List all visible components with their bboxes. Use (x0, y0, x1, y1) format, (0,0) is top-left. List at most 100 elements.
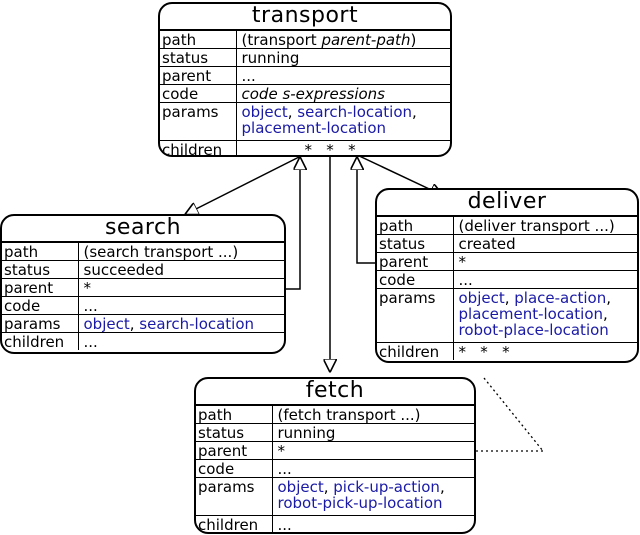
row-value: created (453, 234, 637, 253)
node-title: fetch (196, 379, 474, 406)
param-link[interactable]: search-location (139, 315, 255, 333)
row-value: running (236, 48, 450, 67)
row-value: * * * (453, 342, 637, 360)
row-value: * (78, 278, 284, 297)
param-link[interactable]: object (241, 103, 288, 121)
row-value: code s-expressions (236, 84, 450, 103)
row-value: ... (236, 66, 450, 85)
row-key: parent (377, 252, 454, 271)
row-value: * * * (236, 140, 450, 155)
row-code: code ... (377, 270, 637, 289)
row-key: status (2, 260, 79, 279)
param-separator: , (603, 305, 608, 323)
node-title: search (2, 216, 284, 243)
param-separator: , (504, 289, 515, 307)
param-link[interactable]: object (458, 289, 505, 307)
row-key: parent (196, 441, 273, 460)
row-children: children * * * (377, 342, 637, 360)
row-value: succeeded (78, 260, 284, 279)
node-search[interactable]: search path (search transport ...) statu… (0, 214, 286, 354)
row-value: ... (272, 459, 474, 478)
row-value: object, search-location,placement-locati… (236, 102, 450, 141)
row-key: path (2, 243, 79, 261)
row-parent: parent ... (160, 66, 450, 85)
row-key: params (2, 314, 79, 333)
param-link[interactable]: place-action (514, 289, 607, 307)
node-rows: path (search transport ...) status succe… (2, 243, 284, 350)
row-code: code ... (2, 296, 284, 315)
row-parent: parent * (377, 252, 637, 271)
row-key: parent (160, 66, 237, 85)
row-path: path (fetch transport ...) (196, 406, 474, 424)
param-separator: , (287, 103, 298, 121)
node-title: transport (160, 4, 450, 31)
param-link[interactable]: object (277, 478, 324, 496)
row-key: params (377, 288, 454, 343)
row-key: code (377, 270, 454, 289)
node-transport[interactable]: transport path (transport parent-path) s… (158, 2, 452, 157)
row-parent: parent * (2, 278, 284, 297)
row-key: path (196, 406, 273, 424)
row-code: code code s-expressions (160, 84, 450, 103)
param-separator: , (129, 315, 140, 333)
node-rows: path (fetch transport ...) status runnin… (196, 406, 474, 532)
param-link[interactable]: placement-location (241, 119, 387, 137)
param-link[interactable]: robot-place-location (458, 321, 609, 339)
param-separator: , (323, 478, 334, 496)
param-link[interactable]: object (83, 315, 130, 333)
row-key: params (196, 477, 273, 516)
row-key: children (160, 140, 237, 155)
row-value: (transport parent-path) (236, 31, 450, 49)
row-value: * (453, 252, 637, 271)
node-rows: path (transport parent-path) status runn… (160, 31, 450, 155)
row-children: children * * * (160, 140, 450, 155)
row-value: * (272, 441, 474, 460)
row-value: object, place-action,placement-location,… (453, 288, 637, 343)
row-key: status (196, 423, 273, 442)
row-key: path (160, 31, 237, 49)
row-status: status running (196, 423, 474, 442)
param-separator: , (439, 478, 445, 496)
row-children: children ... (2, 332, 284, 350)
row-value: (search transport ...) (83, 243, 239, 261)
row-params: params object, pick-up-action,robot-pick… (196, 477, 474, 516)
param-link[interactable]: placement-location (458, 305, 604, 323)
node-rows: path (deliver transport ...) status crea… (377, 217, 637, 360)
row-params: params object, search-location (2, 314, 284, 333)
row-parent: parent * (196, 441, 474, 460)
path-italic: parent-path (321, 31, 411, 49)
row-key: children (196, 515, 273, 532)
row-key: params (160, 102, 237, 141)
path-prefix: (transport (241, 31, 322, 49)
expand-line-top (483, 377, 544, 452)
row-key: code (196, 459, 273, 478)
row-path: path (transport parent-path) (160, 31, 450, 49)
row-status: status running (160, 48, 450, 67)
param-separator: , (606, 289, 612, 307)
row-value: ... (453, 270, 637, 289)
param-link[interactable]: robot-pick-up-location (277, 494, 443, 512)
row-key: children (2, 332, 79, 350)
node-fetch[interactable]: fetch path (fetch transport ...) status … (194, 377, 476, 534)
row-value: (fetch transport ...) (277, 406, 421, 424)
row-key: code (160, 84, 237, 103)
row-key: parent (2, 278, 79, 297)
row-key: code (2, 296, 79, 315)
param-link[interactable]: pick-up-action (333, 478, 440, 496)
row-key: children (377, 342, 454, 360)
param-link[interactable]: search-location (297, 103, 413, 121)
edge-transport-to-search (186, 153, 306, 214)
row-value: (deliver transport ...) (458, 217, 615, 235)
row-value: ... (272, 515, 474, 532)
row-path: path (search transport ...) (2, 243, 284, 261)
row-key: path (377, 217, 454, 235)
row-value: ... (78, 332, 284, 350)
row-params: params object, search-location,placement… (160, 102, 450, 141)
row-children: children ... (196, 515, 474, 532)
row-status: status created (377, 234, 637, 253)
row-params: params object, place-action,placement-lo… (377, 288, 637, 343)
node-deliver[interactable]: deliver path (deliver transport ...) sta… (375, 188, 639, 363)
path-suffix: ) (410, 31, 417, 49)
row-value: object, search-location (78, 314, 284, 333)
row-status: status succeeded (2, 260, 284, 279)
